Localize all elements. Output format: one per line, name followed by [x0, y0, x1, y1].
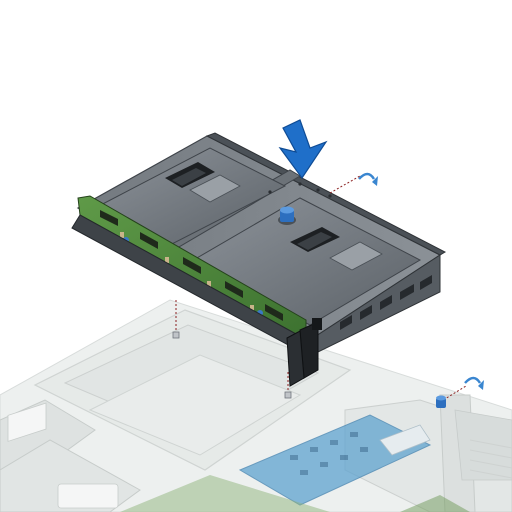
- drive-cage: [71, 132, 447, 387]
- release-latch: [286, 318, 322, 387]
- screw-rotate-arrow-icon: [329, 172, 378, 194]
- alignment-guide-lines: [175, 300, 289, 395]
- riser-card-ghost: [238, 414, 432, 506]
- server-chassis-ghost: [0, 299, 512, 512]
- captive-screw-center: [278, 206, 296, 225]
- captive-screw-chassis: [436, 395, 446, 408]
- cage-handle-slot-left: [165, 162, 215, 188]
- guide-pins: [172, 331, 292, 399]
- cage-handle-slot-right: [290, 227, 340, 252]
- install-down-arrow-icon: [278, 119, 328, 180]
- motherboard-ghost: [120, 475, 470, 512]
